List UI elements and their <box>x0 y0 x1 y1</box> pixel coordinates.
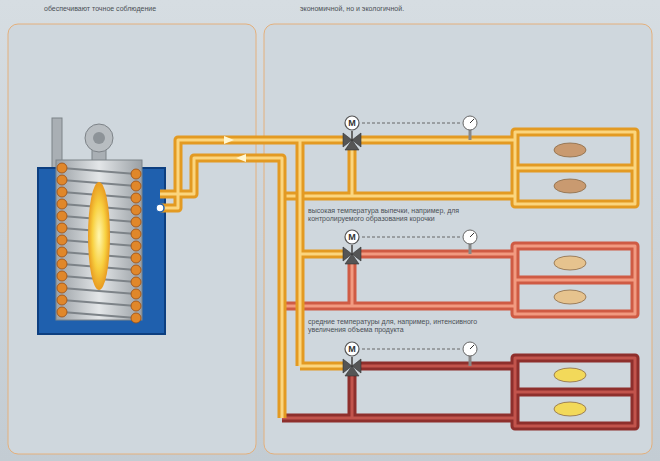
flame <box>88 182 110 290</box>
header-text: обеспечивают точное соблюдение <box>44 5 249 13</box>
motor-drive: M <box>344 341 360 357</box>
motor-drive: M <box>344 229 360 245</box>
loop-note: высокая температура выпечки, например, д… <box>308 207 508 223</box>
pipe-port <box>156 204 164 212</box>
motor-drive: M <box>344 115 360 131</box>
motor-symbol: M <box>348 119 356 128</box>
flow-arrow <box>224 136 234 144</box>
loop-note: средние температуры для, например, интен… <box>308 318 508 334</box>
header-text: экономичной, но и экологичной. <box>300 5 600 13</box>
left-panel <box>8 24 256 454</box>
right-panel <box>264 24 652 454</box>
burner-fan <box>85 124 113 152</box>
pipes <box>160 132 635 426</box>
bread-loaves <box>554 143 586 416</box>
valves-and-gauges <box>343 116 477 376</box>
heat-exchanger-coil <box>57 163 141 323</box>
flow-arrow <box>236 154 246 162</box>
burner-hub <box>93 132 105 144</box>
motor-symbol: M <box>348 233 356 242</box>
boiler-drum <box>56 160 142 320</box>
motor-symbol: M <box>348 345 356 354</box>
